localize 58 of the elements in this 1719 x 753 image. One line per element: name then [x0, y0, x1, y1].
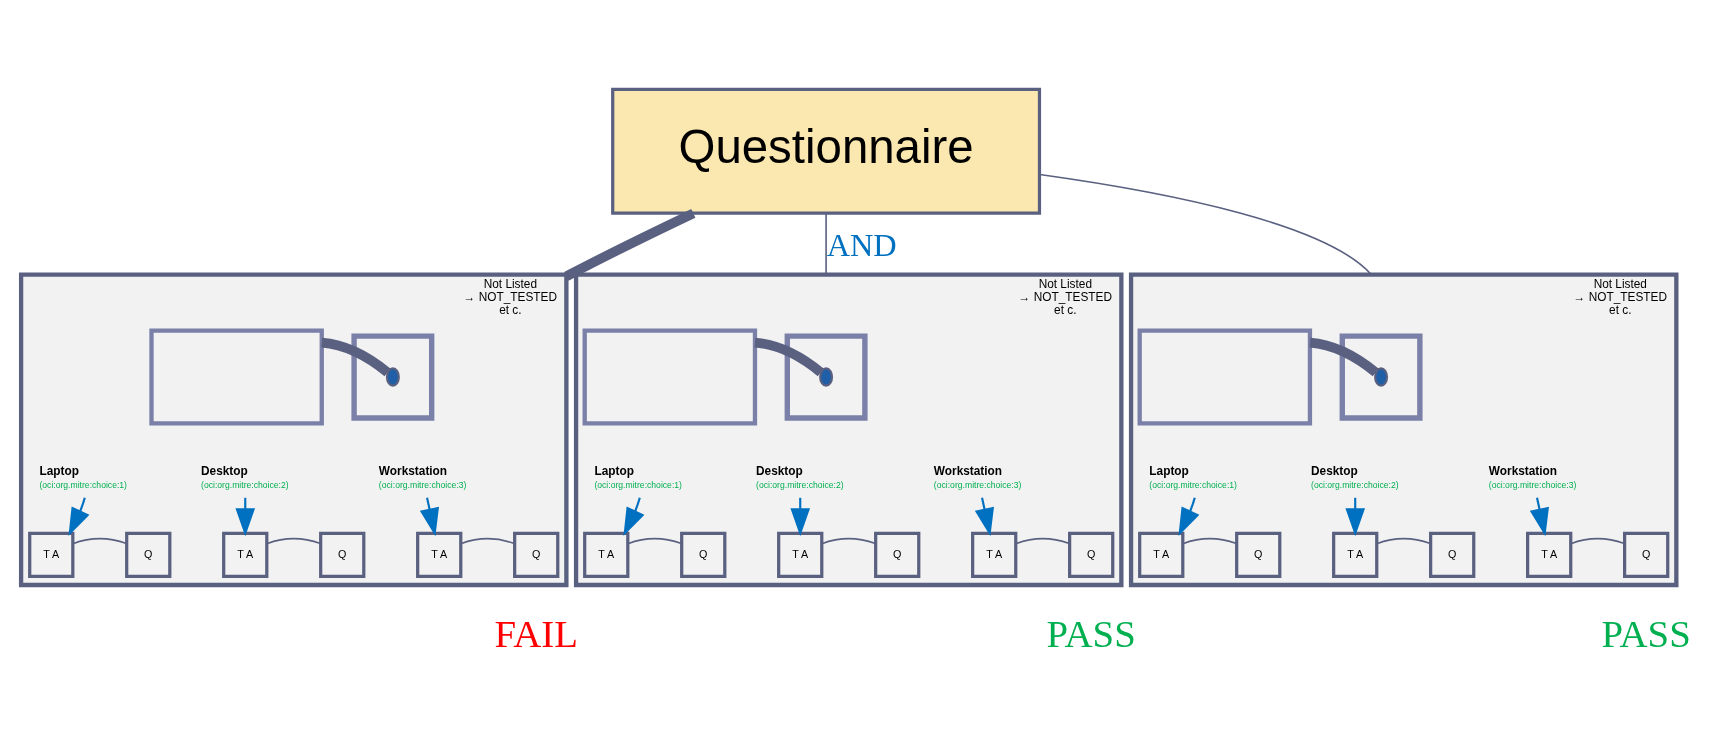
cluster — [351, 333, 435, 421]
arrow — [623, 497, 645, 536]
connector — [72, 537, 128, 545]
node-box: Q — [1235, 531, 1282, 578]
node-circle — [1374, 367, 1389, 387]
node-text: Workstation (oci:org.mitre:choice:3) — [1488, 463, 1577, 491]
node-box: T A — [1332, 531, 1379, 578]
node-label: FAIL — [494, 612, 578, 656]
connector — [1376, 537, 1432, 545]
connector — [821, 537, 877, 545]
node-text: Laptop (oci:org.mitre:choice:1) — [39, 463, 127, 491]
node-text: Laptop (oci:org.mitre:choice:1) — [594, 463, 682, 491]
node-box: Q — [874, 531, 921, 578]
node-box: T A — [222, 531, 269, 578]
node-box: Q — [125, 531, 172, 578]
connector — [564, 208, 696, 281]
node-text: Desktop (oci:org.mitre:choice:2) — [201, 463, 289, 491]
node-box: Q — [513, 531, 560, 578]
arrow — [1529, 497, 1549, 537]
node-label: PASS — [1601, 612, 1691, 656]
node-box: T A — [777, 531, 824, 578]
edge-label: AND — [826, 227, 897, 264]
node-box: T A — [28, 531, 75, 578]
node-box: Q — [1429, 531, 1476, 578]
node-box: T A — [971, 531, 1018, 578]
connector — [1569, 537, 1626, 545]
node-box: Q — [319, 531, 366, 578]
cluster — [1339, 333, 1423, 421]
connector — [460, 537, 516, 545]
connector — [266, 537, 322, 545]
node-box: T A — [1138, 531, 1185, 578]
node-box: T A — [583, 531, 630, 578]
node-box: Q — [1068, 531, 1115, 578]
node-label: PASS — [1046, 612, 1136, 656]
cluster — [784, 333, 868, 421]
node-box — [582, 328, 758, 426]
connector — [825, 212, 827, 276]
node-text: Workstation (oci:org.mitre:choice:3) — [933, 463, 1022, 491]
connector — [1038, 173, 1373, 276]
node-circle — [819, 367, 834, 387]
node-box: Q — [680, 531, 727, 578]
node-box: Q — [1623, 531, 1670, 578]
connector — [1182, 537, 1238, 545]
node-box — [149, 328, 324, 426]
node-text: Desktop (oci:org.mitre:choice:2) — [756, 463, 844, 491]
node-box — [1137, 328, 1313, 426]
node-box: T A — [1526, 531, 1573, 578]
connector — [1015, 537, 1071, 545]
connector — [627, 537, 683, 545]
node-circle — [385, 367, 400, 387]
node-box: Questionnaire — [611, 87, 1042, 215]
arrow — [1178, 497, 1200, 536]
node-box: T A — [416, 531, 463, 578]
arrow — [68, 497, 90, 536]
arrow — [419, 497, 440, 537]
node-text: Laptop (oci:org.mitre:choice:1) — [1149, 463, 1237, 491]
node-text: Desktop (oci:org.mitre:choice:2) — [1311, 463, 1399, 491]
node-text: Workstation (oci:org.mitre:choice:3) — [378, 463, 467, 491]
